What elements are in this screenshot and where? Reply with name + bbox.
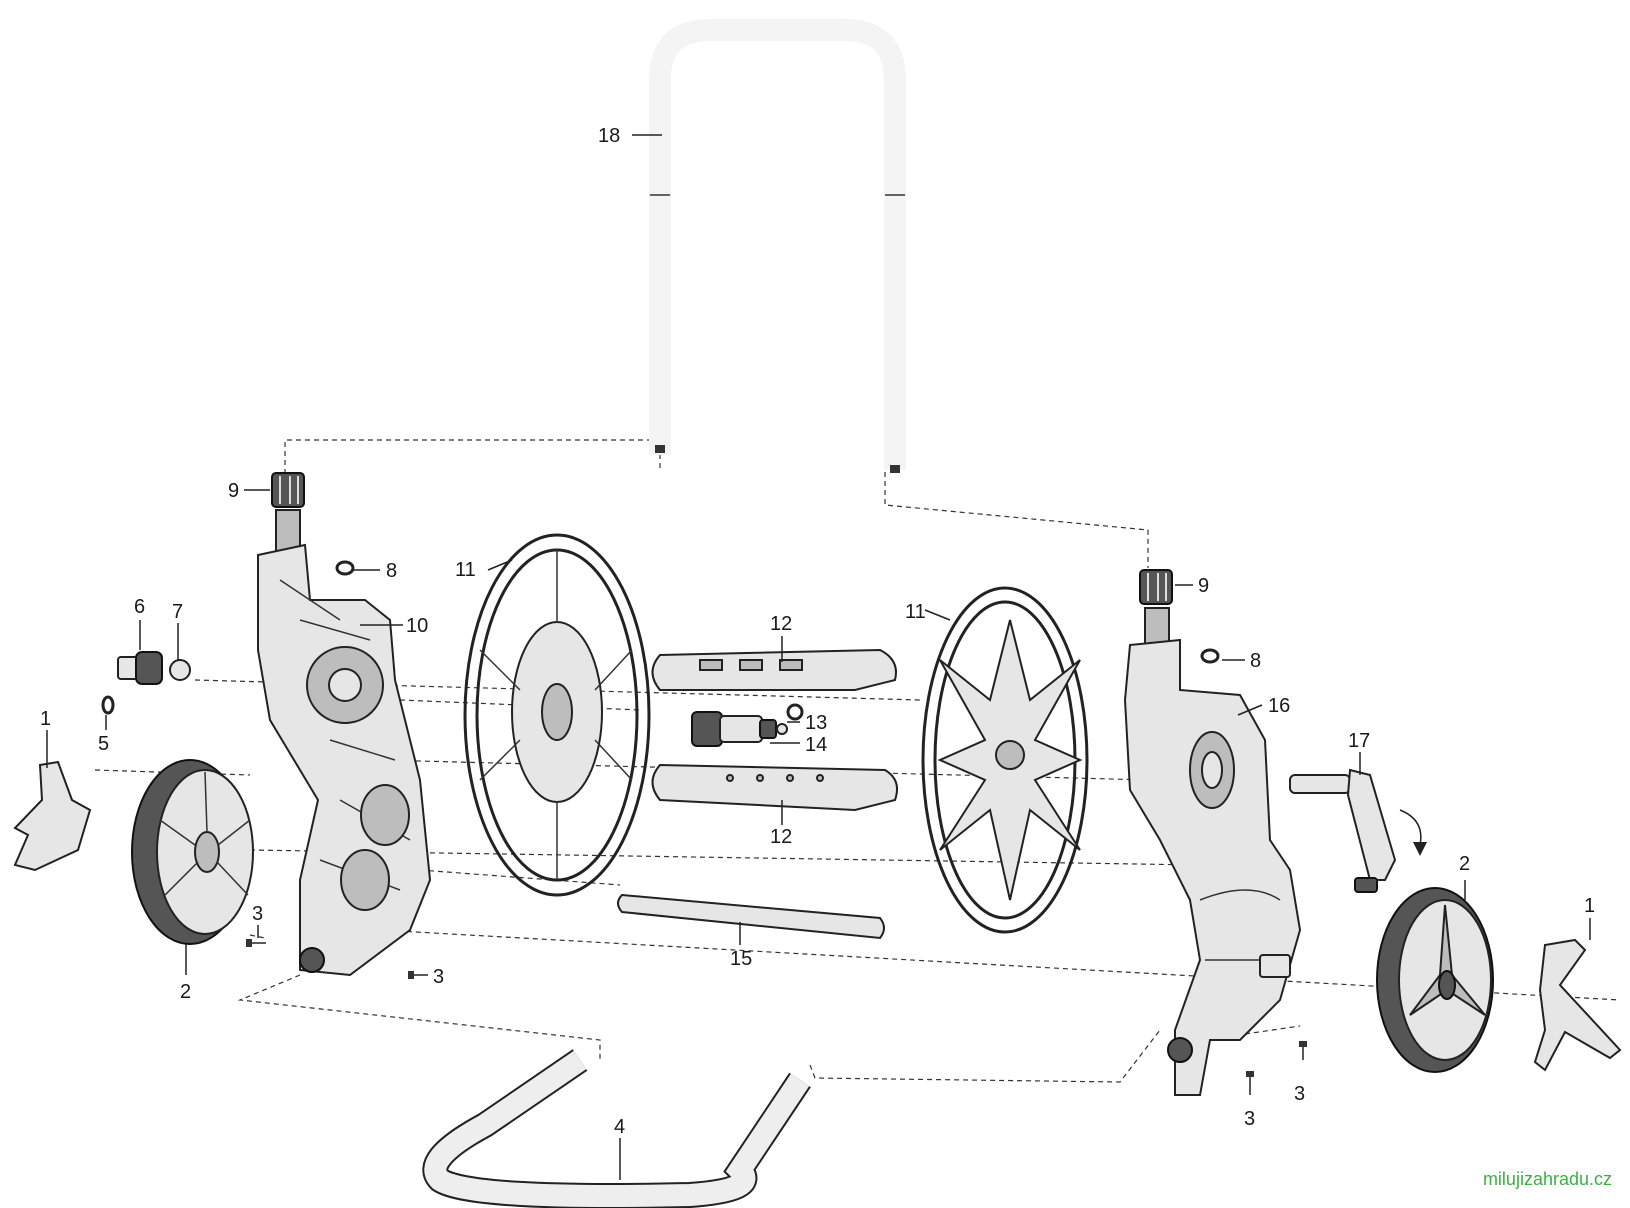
callout-coupling: 14 — [805, 734, 827, 756]
callout-frame-left: 10 — [406, 615, 428, 637]
callout-handle: 18 — [598, 125, 620, 147]
handle-part-18 — [649, 19, 906, 473]
watermark-text: milujizahradu.cz — [1482, 1169, 1612, 1189]
leader-lines — [46, 134, 1591, 1180]
oring-right-part-8 — [1200, 648, 1220, 664]
drum-bar-top-part-12 — [651, 648, 897, 691]
right-frame-part-16 — [1123, 607, 1302, 1096]
oring-left-part-8 — [335, 560, 355, 576]
oring-part-5 — [101, 695, 115, 715]
left-frame-part-10 — [257, 509, 432, 977]
callout-cap-left: 9 — [228, 480, 239, 502]
callout-crank: 17 — [1348, 730, 1370, 752]
callout-labels: 18 9 8 11 12 6 7 10 1 5 13 14 12 2 3 3 1… — [40, 125, 1595, 1138]
callout-connector: 6 — [134, 596, 145, 618]
foot-right-part-1 — [1533, 938, 1622, 1072]
callout-foot-left: 1 — [40, 708, 51, 730]
wheel-right-part-2 — [1376, 887, 1494, 1073]
wheel-left-part-2 — [131, 759, 254, 945]
connector-part-6 — [117, 651, 163, 685]
callout-screw-a: 3 — [252, 903, 263, 925]
cap-right-part-9 — [1139, 569, 1173, 605]
drum-bar-bottom-part-12 — [651, 763, 898, 812]
screw-right-b-part-3 — [1299, 1041, 1307, 1060]
callout-screw-b: 3 — [433, 966, 444, 988]
washer-part-7 — [169, 659, 191, 681]
callout-wheel-right: 2 — [1459, 853, 1470, 875]
callout-reel-right: 11 — [905, 601, 926, 623]
callout-oring-coupling: 13 — [805, 712, 827, 734]
foot-left-part-1 — [13, 760, 92, 872]
callout-cap-right: 9 — [1198, 575, 1209, 597]
reel-flange-right-part-11 — [921, 586, 1089, 934]
callout-oring-small: 5 — [98, 733, 109, 755]
callout-frame-right: 16 — [1268, 695, 1290, 717]
callout-axle: 15 — [730, 948, 752, 970]
callout-oring-right: 8 — [1250, 650, 1261, 672]
callout-screw-d: 3 — [1294, 1083, 1305, 1105]
reel-flange-left-part-11 — [463, 533, 651, 897]
cap-left-part-9 — [271, 472, 305, 508]
callout-drum-bottom: 12 — [770, 826, 792, 848]
base-bar-part-4 — [422, 1049, 811, 1208]
callout-reel-left: 11 — [455, 559, 476, 581]
axle-part-15 — [617, 893, 885, 940]
screw-right-a-part-3 — [1246, 1071, 1254, 1095]
screw-left-b-part-3 — [408, 971, 428, 979]
callout-wheel-left: 2 — [180, 981, 191, 1003]
callout-base-bar: 4 — [614, 1116, 625, 1138]
oring-coupling-part-13 — [786, 703, 804, 721]
callout-screw-c: 3 — [1244, 1108, 1255, 1130]
coupling-part-14 — [691, 711, 788, 747]
callout-drum-top: 12 — [770, 613, 792, 635]
callout-oring-left: 8 — [386, 560, 397, 582]
callout-foot-right: 1 — [1584, 895, 1595, 917]
screw-left-a-part-3 — [246, 939, 266, 947]
callout-washer: 7 — [172, 601, 183, 623]
crank-part-17 — [1289, 768, 1427, 893]
